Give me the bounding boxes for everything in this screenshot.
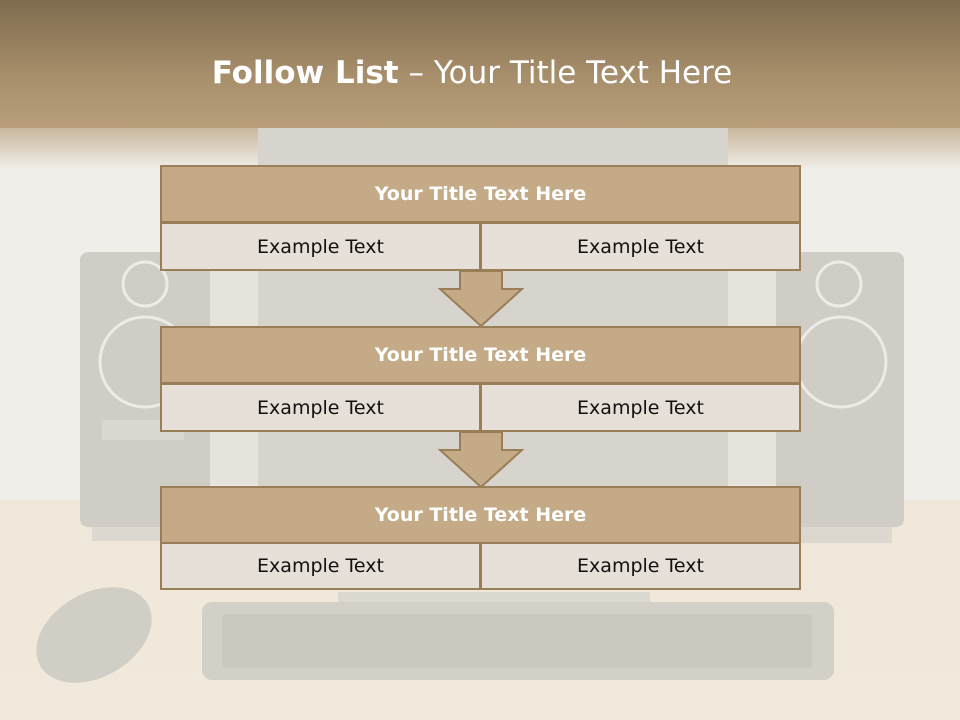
step-title-2: Your Title Text Here: [160, 326, 801, 384]
slide-title-bold: Follow List: [211, 55, 399, 91]
step-3-right-text: Example Text: [480, 542, 801, 590]
step-title-1: Your Title Text Here: [160, 165, 801, 223]
step-title-3: Your Title Text Here: [160, 486, 801, 544]
slide-title: Follow List – Your Title Text Here: [0, 55, 944, 91]
down-arrow-icon: [438, 270, 524, 328]
down-arrow-icon: [438, 431, 524, 489]
step-2-left-text: Example Text: [160, 383, 481, 432]
slide-title-rest: – Your Title Text Here: [398, 55, 733, 91]
step-1-left-text: Example Text: [160, 222, 481, 271]
step-1-right-text: Example Text: [480, 222, 801, 271]
step-3-left-text: Example Text: [160, 542, 481, 590]
step-2-right-text: Example Text: [480, 383, 801, 432]
